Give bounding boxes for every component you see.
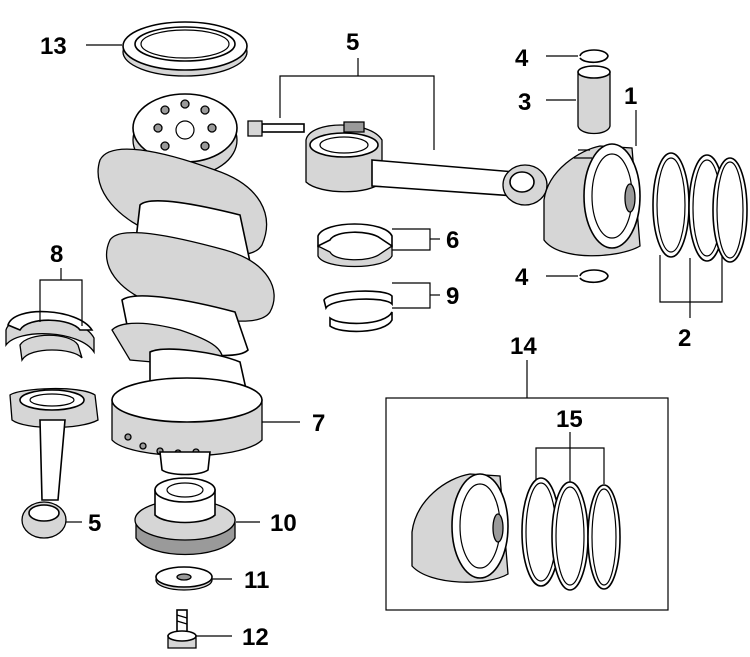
callout-4-top: 4 <box>515 45 529 72</box>
oil-seal-13[interactable] <box>122 21 248 77</box>
gear-10[interactable] <box>134 477 236 556</box>
callout-11: 11 <box>244 567 269 594</box>
washer-11[interactable] <box>155 566 213 591</box>
circlip-4-bottom[interactable] <box>579 269 609 284</box>
callout-12: 12 <box>242 624 269 651</box>
connecting-rod-5-top[interactable] <box>247 120 548 206</box>
piston-rings-15[interactable] <box>521 477 621 591</box>
connecting-rod-5-left[interactable] <box>9 387 99 539</box>
circlip-4-top[interactable] <box>579 49 609 64</box>
callout-5-left: 5 <box>88 510 101 537</box>
callout-14: 14 <box>510 333 537 360</box>
piston-pin-3[interactable] <box>577 65 611 135</box>
leader-5-top <box>279 75 435 150</box>
rod-bearing-6[interactable] <box>317 223 393 268</box>
main-bearing-8[interactable] <box>5 310 95 362</box>
leader-6 <box>392 228 431 251</box>
callout-1: 1 <box>624 83 637 110</box>
callout-9: 9 <box>446 283 459 310</box>
callout-5-top: 5 <box>346 29 359 56</box>
callout-3: 3 <box>518 89 531 116</box>
callout-7: 7 <box>312 410 325 437</box>
callout-4-bottom: 4 <box>515 264 529 291</box>
piston-kit-14[interactable] <box>411 473 509 583</box>
callout-6: 6 <box>446 227 459 254</box>
callout-13: 13 <box>40 33 67 60</box>
leader-2 <box>659 255 723 303</box>
callout-10: 10 <box>270 510 297 537</box>
callout-2: 2 <box>678 325 691 352</box>
crankshaft-7[interactable] <box>97 93 275 476</box>
piston-rings-2[interactable] <box>652 152 748 263</box>
bolt-12[interactable] <box>167 609 197 649</box>
callout-15: 15 <box>556 406 583 433</box>
thrust-washers-9[interactable] <box>323 290 393 333</box>
leader-9 <box>392 282 431 309</box>
piston-1[interactable] <box>543 143 641 257</box>
callout-8: 8 <box>50 241 63 268</box>
